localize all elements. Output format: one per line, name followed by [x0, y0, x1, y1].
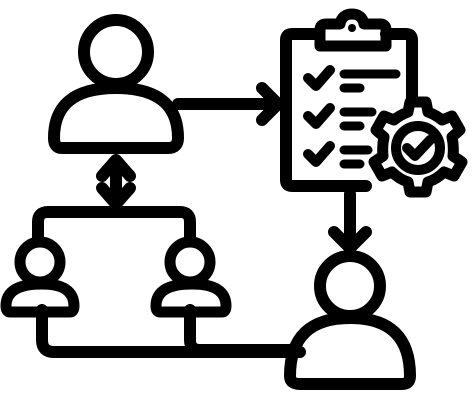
team-member-right-icon: [150, 236, 232, 318]
recipient-person-icon: [284, 250, 416, 390]
checklist-rows: [303, 65, 401, 169]
gear-check-icon: [368, 96, 468, 198]
clip-hole: [348, 24, 356, 32]
team-to-recipient-lines: [36, 304, 306, 358]
clipboard-checklist-icon: [280, 8, 418, 192]
arrow-right-icon: [172, 82, 284, 126]
team-connector-lines: [32, 206, 196, 246]
team-member-left-icon: [0, 236, 80, 318]
arrow-down-icon: [328, 188, 372, 254]
bidirectional-arrow-icon: [96, 154, 136, 210]
manager-person-icon: [48, 14, 184, 154]
